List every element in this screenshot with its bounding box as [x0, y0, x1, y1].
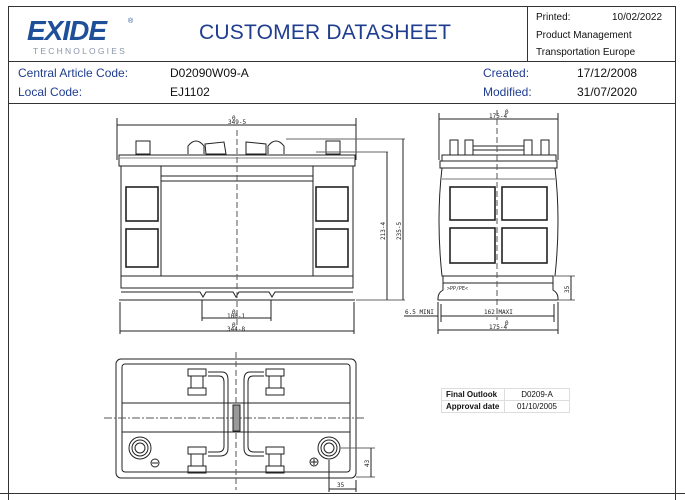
- dim-side-ledge: 6.5 MINI: [405, 309, 434, 316]
- dim-front-top-tol: 0: [232, 115, 236, 122]
- central-article-code-value: D02090W09-A: [170, 66, 249, 80]
- dim-side-bottom-width: 175-4: [489, 324, 507, 331]
- table-row: Final Outlook D0209-A: [441, 388, 570, 401]
- page-title: CUSTOMER DATASHEET: [199, 21, 452, 44]
- logo-subtitle: TECHNOLOGIES: [33, 46, 127, 56]
- local-code-value: EJ1102: [170, 85, 210, 99]
- dim-front-bottom-tol: 0: [232, 322, 236, 329]
- datasheet: EXIDE ® TECHNOLOGIES CUSTOMER DATASHEET …: [8, 6, 676, 500]
- dim-front-bottom-width: 344-8: [227, 326, 245, 333]
- material-label: >PP/PE<: [447, 286, 468, 292]
- side-view: [404, 110, 575, 334]
- division: Transportation Europe: [536, 47, 636, 58]
- created-date: 17/12/2008: [577, 66, 638, 80]
- approval-table: Final Outlook D0209-A Approval date 01/1…: [441, 388, 570, 413]
- header: EXIDE ® TECHNOLOGIES CUSTOMER DATASHEET …: [9, 7, 675, 62]
- logo-wordmark: EXIDE: [27, 15, 107, 46]
- dim-side-inner-width: 162 MAXI: [484, 309, 513, 316]
- dim-front-inner-width: 100-1: [227, 313, 245, 320]
- dim-side-top-tol: 0: [505, 109, 509, 116]
- bottom-divider: [0, 493, 685, 494]
- article-info: Central Article Code: D02090W09-A Local …: [9, 61, 675, 104]
- approval-date-value: 01/10/2005: [504, 400, 570, 413]
- table-row: Approval date 01/10/2005: [441, 400, 570, 413]
- header-right-panel: Printed: 10/02/2022 Product Management T…: [527, 7, 678, 61]
- dim-front-height-total: 235-5: [396, 222, 403, 240]
- dim-top-offset-x: 35: [337, 482, 345, 489]
- registered-mark: ®: [128, 18, 134, 25]
- exide-logo: EXIDE ® TECHNOLOGIES: [19, 15, 139, 57]
- dim-side-top-width: 175-4: [489, 113, 507, 120]
- dim-front-inner-tol: 0: [232, 309, 236, 316]
- central-article-code-label: Central Article Code:: [18, 66, 129, 80]
- created-label: Created:: [483, 66, 530, 80]
- final-outlook-label: Final Outlook: [441, 388, 505, 401]
- dim-top-offset-y: 43: [364, 459, 371, 467]
- front-view: [116, 118, 405, 334]
- modified-label: Modified:: [483, 85, 532, 99]
- printed-date: 10/02/2022: [612, 12, 663, 23]
- dim-front-top-width: 349-5: [228, 119, 246, 126]
- dim-side-base-height: 35: [564, 285, 571, 293]
- top-view: [104, 352, 375, 492]
- approval-date-label: Approval date: [441, 400, 505, 413]
- modified-date: 31/07/2020: [577, 85, 638, 99]
- department: Product Management: [536, 30, 632, 41]
- local-code-label: Local Code:: [18, 85, 83, 99]
- dim-side-bottom-tol: 0: [505, 320, 509, 327]
- printed-label: Printed:: [536, 12, 571, 23]
- dim-front-height-small: 213-4: [380, 222, 387, 240]
- final-outlook-value: D0209-A: [504, 388, 570, 401]
